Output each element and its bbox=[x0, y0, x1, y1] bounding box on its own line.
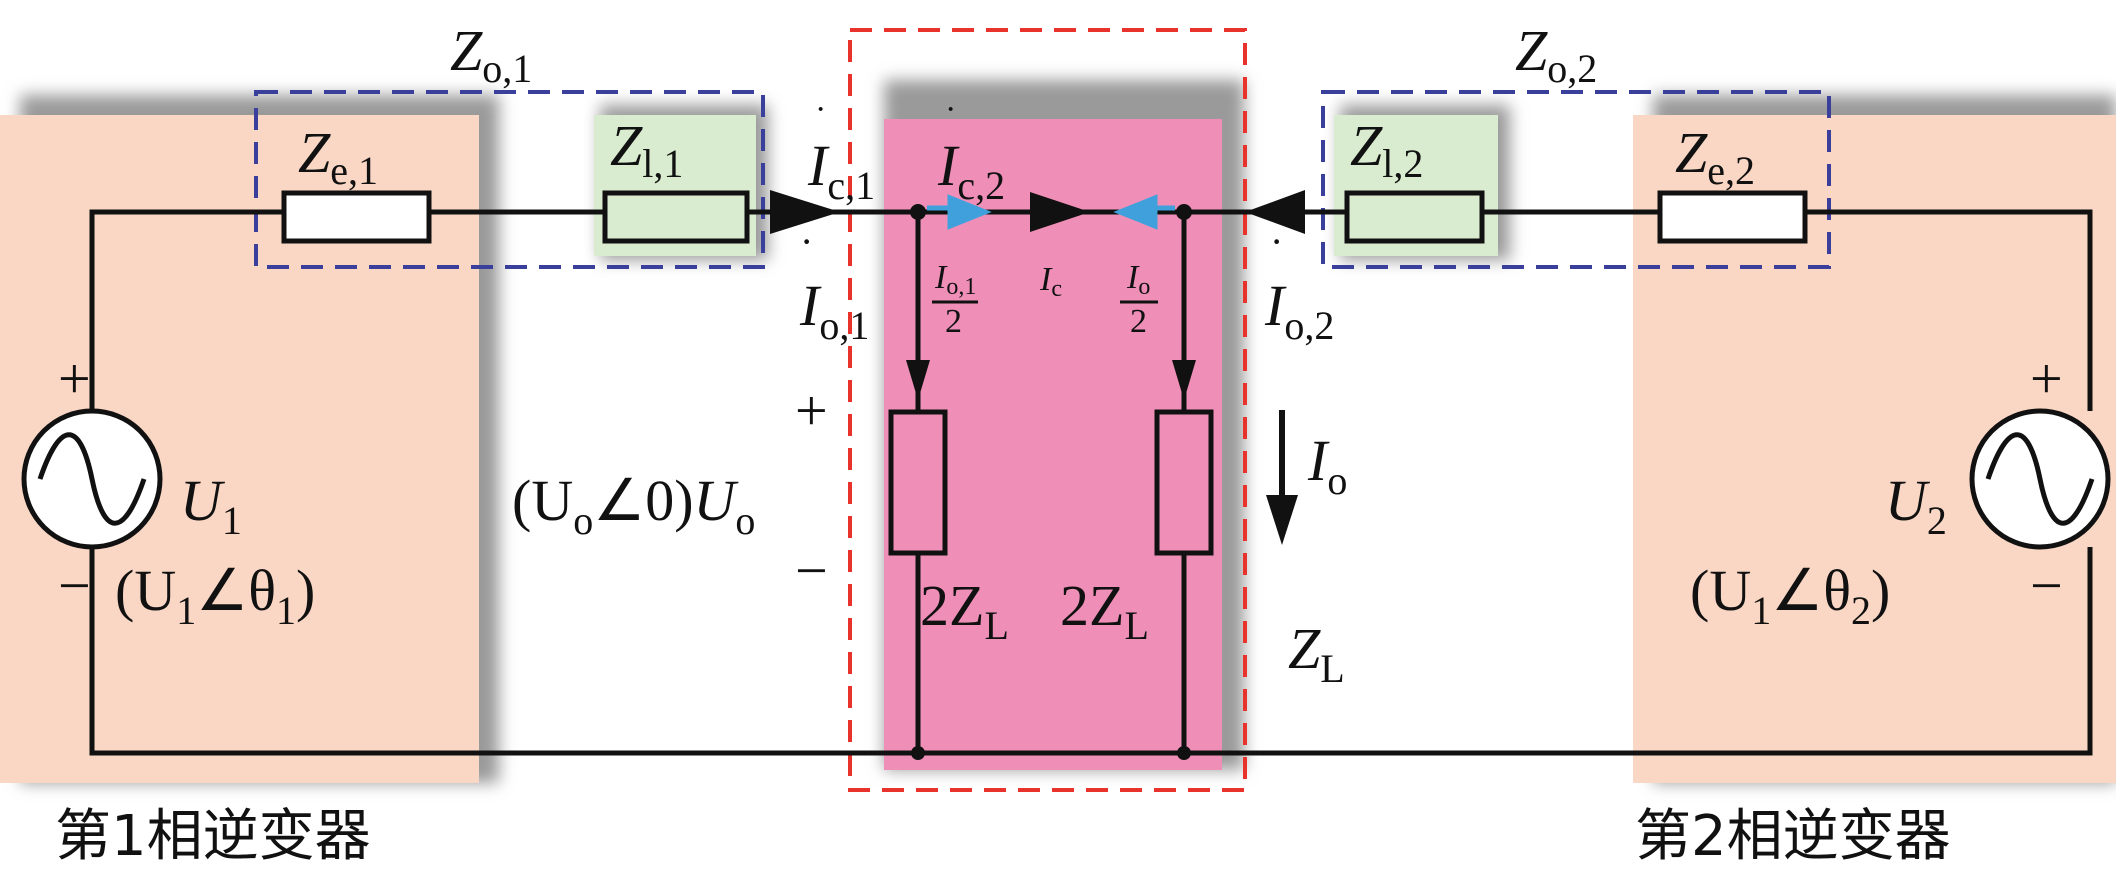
resistor-zl1 bbox=[602, 190, 750, 244]
voltage-source-1 bbox=[21, 408, 163, 550]
resistor-zl2 bbox=[1344, 190, 1485, 244]
uo-plus: + bbox=[795, 378, 828, 443]
label-ic2: Ic,2 bbox=[937, 133, 1005, 208]
label-zl1: Zl,1 bbox=[610, 113, 683, 186]
node-bottom-left bbox=[911, 746, 925, 760]
label-inverter-1: 第1相逆变器 bbox=[55, 804, 371, 869]
arrow-io2-icon bbox=[1245, 190, 1305, 234]
source2-minus: − bbox=[2030, 553, 2063, 618]
resistor-load-left bbox=[888, 409, 948, 556]
label-load-right: 2ZL bbox=[1060, 573, 1149, 648]
source1-minus: − bbox=[58, 553, 91, 618]
label-io: Io bbox=[1307, 428, 1347, 503]
label-u1-polar: (U1∠θ1) bbox=[115, 558, 315, 633]
arrow-io1-half-icon bbox=[906, 360, 930, 400]
svg-text:·: · bbox=[815, 91, 826, 128]
voltage-source-2 bbox=[1969, 408, 2111, 550]
wires bbox=[89, 209, 2093, 756]
resistor-ze1 bbox=[281, 190, 432, 244]
uo-minus: − bbox=[795, 538, 828, 603]
source2-plus: + bbox=[2030, 346, 2063, 411]
label-u2-polar: (U1∠θ2) bbox=[1690, 558, 1890, 633]
svg-text:·: · bbox=[945, 91, 956, 128]
svg-text:·: · bbox=[800, 219, 813, 264]
label-ic1: Ic,1 bbox=[807, 133, 875, 208]
label-io2: Io,2 bbox=[1264, 273, 1334, 348]
resistor-ze2 bbox=[1657, 190, 1808, 244]
label-io1-half: Io,1 bbox=[934, 259, 976, 300]
arrow-io-icon bbox=[1266, 410, 1298, 545]
resistor-load-right bbox=[1154, 409, 1214, 556]
label-zo1: Zo,1 bbox=[450, 18, 532, 91]
label-inverter-2: 第2相逆变器 bbox=[1635, 804, 1951, 869]
label-u1: U1 bbox=[180, 468, 242, 543]
label-ze1: Ze,1 bbox=[298, 120, 378, 193]
node-bottom-right bbox=[1177, 746, 1191, 760]
arrow-ic-icon bbox=[1030, 192, 1090, 232]
svg-text:·: · bbox=[1270, 219, 1283, 264]
source1-plus: + bbox=[58, 346, 91, 411]
node-left bbox=[910, 204, 926, 220]
output-impedance-1-box bbox=[254, 90, 765, 269]
label-half-den-2: 2 bbox=[1130, 303, 1147, 340]
output-impedance-2-box bbox=[1321, 90, 1831, 269]
label-io1: Io,1 bbox=[799, 273, 869, 348]
node-right bbox=[1176, 204, 1192, 220]
label-load-left: 2ZL bbox=[920, 573, 1009, 648]
label-zl2: Zl,2 bbox=[1350, 113, 1423, 186]
arrow-io-half-icon bbox=[1172, 360, 1196, 400]
label-io-half: Io bbox=[1126, 259, 1150, 300]
arrow-ic1-icon bbox=[927, 194, 992, 230]
label-ic: Ic bbox=[1039, 261, 1062, 302]
arrow-io1-icon bbox=[770, 190, 840, 234]
label-uo: (Uo∠0)Uo bbox=[512, 468, 755, 543]
label-u2: U2 bbox=[1885, 468, 1947, 543]
label-ze2: Ze,2 bbox=[1675, 120, 1755, 193]
arrow-ic2-icon bbox=[1113, 194, 1175, 230]
label-half-den-1: 2 bbox=[945, 303, 962, 340]
label-zl: ZL bbox=[1288, 616, 1345, 691]
label-zo2: Zo,2 bbox=[1515, 18, 1597, 91]
